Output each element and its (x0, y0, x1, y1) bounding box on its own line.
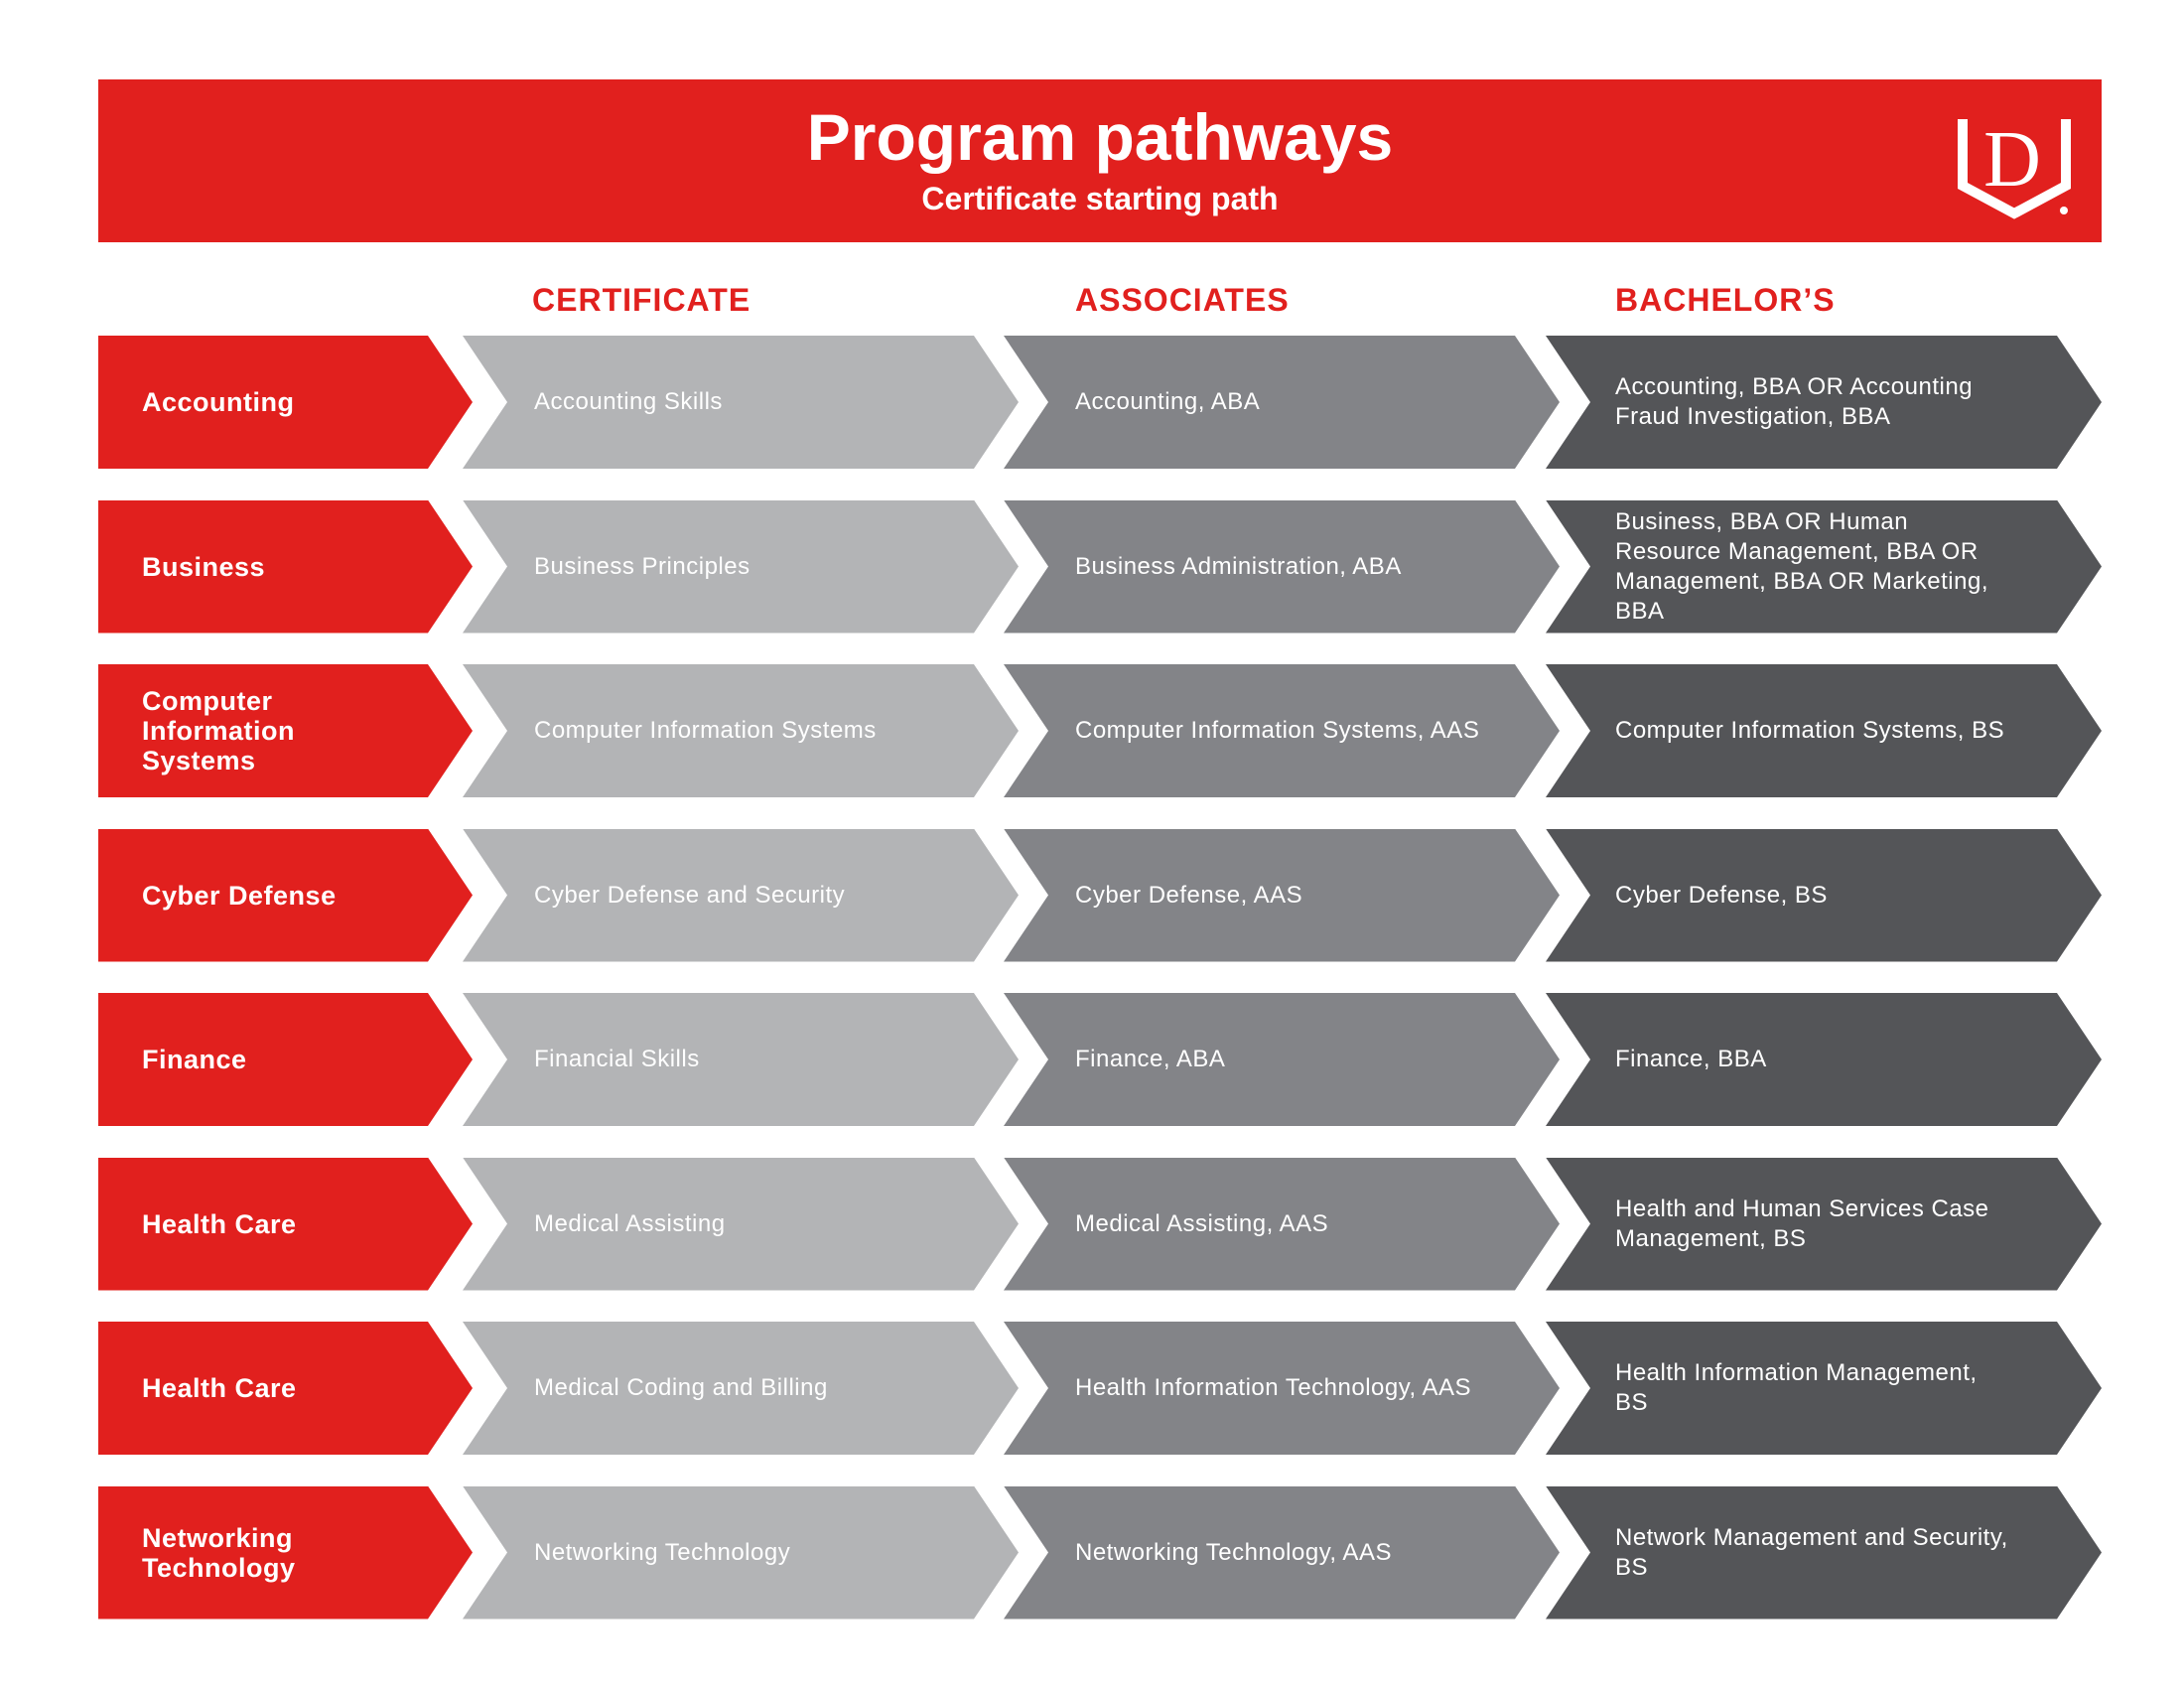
pathway-row: Accounting Accounting Skills Accounting, A… (0, 336, 2184, 469)
certificate-cell: Cyber Defense and Security (463, 829, 1019, 962)
program-cell: Finance (98, 993, 473, 1126)
column-header-bachelors: BACHELOR’S (1615, 282, 1836, 318)
pathway-row: Cyber Defense Cyber Defense and Security C… (0, 829, 2184, 962)
page-subtitle: Certificate starting path (921, 181, 1279, 216)
associates-cell: Networking Technology, AAS (1004, 1486, 1560, 1619)
program-label: Business (142, 551, 266, 582)
program-cell: Health Care (98, 1158, 473, 1291)
bachelors-label: Health Information Management, BS (1615, 1359, 1978, 1416)
associates-label: Networking Technology, AAS (1075, 1538, 1392, 1566)
bachelors-label: Network Management and Security, BS (1615, 1523, 2008, 1581)
bachelors-cell: Accounting, BBA OR Accounting Fraud Inve… (1546, 336, 2102, 469)
certificate-cell: Computer Information Systems (463, 664, 1019, 797)
program-label: Networking Technology (142, 1522, 296, 1583)
program-cell: Health Care (98, 1322, 473, 1455)
certificate-label: Financial Skills (534, 1046, 700, 1072)
column-header-certificate: CERTIFICATE (532, 282, 751, 318)
bachelors-label: Business, BBA OR Human Resource Manageme… (1615, 507, 1988, 625)
program-cell: Networking Technology (98, 1486, 473, 1619)
bachelors-label: Finance, BBA (1615, 1046, 1767, 1072)
program-cell: Accounting (98, 336, 473, 469)
certificate-cell: Financial Skills (463, 993, 1019, 1126)
associates-label: Finance, ABA (1075, 1046, 1226, 1072)
associates-cell: Business Administration, ABA (1004, 500, 1560, 633)
bachelors-label: Health and Human Services Case Managemen… (1615, 1195, 1989, 1252)
certificate-cell: Business Principles (463, 500, 1019, 633)
program-label: Accounting (142, 387, 295, 417)
associates-label: Medical Assisting, AAS (1075, 1209, 1329, 1237)
column-header-associates: ASSOCIATES (1075, 282, 1290, 318)
program-cell: Cyber Defense (98, 829, 473, 962)
certificate-label: Business Principles (534, 552, 751, 580)
associates-cell: Medical Assisting, AAS (1004, 1158, 1560, 1291)
program-cell: Computer Information Systems (98, 664, 473, 797)
associates-cell: Health Information Technology, AAS (1004, 1322, 1560, 1455)
certificate-label: Networking Technology (534, 1538, 791, 1566)
associates-cell: Cyber Defense, AAS (1004, 829, 1560, 962)
program-label: Health Care (142, 1373, 297, 1403)
pathway-row: Health Care Medical Coding and Billing Hea… (0, 1322, 2184, 1455)
program-label: Cyber Defense (142, 880, 337, 911)
bachelors-label: Cyber Defense, BS (1615, 881, 1828, 909)
bachelors-cell: Finance, BBA (1546, 993, 2102, 1126)
pathway-row: Health Care Medical Assisting Medical Assi… (0, 1158, 2184, 1291)
associates-label: Health Information Technology, AAS (1075, 1374, 1472, 1401)
university-logo-icon: D (1958, 116, 2071, 219)
pathway-row: Finance Financial Skills Finance, ABA Finan… (0, 993, 2184, 1126)
pathway-row: Networking Technology Networking Technolo… (0, 1486, 2184, 1619)
certificate-label: Accounting Skills (534, 388, 723, 415)
certificate-cell: Accounting Skills (463, 336, 1019, 469)
certificate-label: Cyber Defense and Security (534, 881, 846, 909)
certificate-cell: Networking Technology (463, 1486, 1019, 1619)
associates-cell: Computer Information Systems, AAS (1004, 664, 1560, 797)
associates-label: Cyber Defense, AAS (1075, 881, 1303, 909)
bachelors-cell: Cyber Defense, BS (1546, 829, 2102, 962)
certificate-cell: Medical Coding and Billing (463, 1322, 1019, 1455)
program-cell: Business (98, 500, 473, 633)
certificate-cell: Medical Assisting (463, 1158, 1019, 1291)
bachelors-cell: Health and Human Services Case Managemen… (1546, 1158, 2102, 1291)
associates-cell: Finance, ABA (1004, 993, 1560, 1126)
program-label: Finance (142, 1045, 247, 1074)
certificate-label: Medical Assisting (534, 1209, 726, 1237)
pathway-row: Computer Information Systems Computer Inf… (0, 664, 2184, 797)
certificate-label: Computer Information Systems (534, 717, 877, 744)
program-label: Health Care (142, 1208, 297, 1239)
page-title: Program pathways (806, 100, 1394, 174)
certificate-label: Medical Coding and Billing (534, 1374, 828, 1401)
program-label: Computer Information Systems (142, 686, 295, 775)
bachelors-label: Computer Information Systems, BS (1615, 717, 2005, 744)
header-banner: Program pathways Certificate starting pa… (98, 79, 2102, 242)
associates-cell: Accounting, ABA (1004, 336, 1560, 469)
associates-label: Business Administration, ABA (1075, 552, 1402, 580)
associates-label: Accounting, ABA (1075, 388, 1261, 415)
bachelors-label: Accounting, BBA OR Accounting Fraud Inve… (1615, 373, 1974, 430)
pathway-row: Business Business Principles Business Admi… (0, 500, 2184, 633)
bachelors-cell: Health Information Management, BS (1546, 1322, 2102, 1455)
bachelors-cell: Computer Information Systems, BS (1546, 664, 2102, 797)
bachelors-cell: Business, BBA OR Human Resource Manageme… (1546, 500, 2102, 633)
bachelors-cell: Network Management and Security, BS (1546, 1486, 2102, 1619)
associates-label: Computer Information Systems, AAS (1075, 717, 1480, 744)
svg-text:D: D (1983, 116, 2041, 204)
